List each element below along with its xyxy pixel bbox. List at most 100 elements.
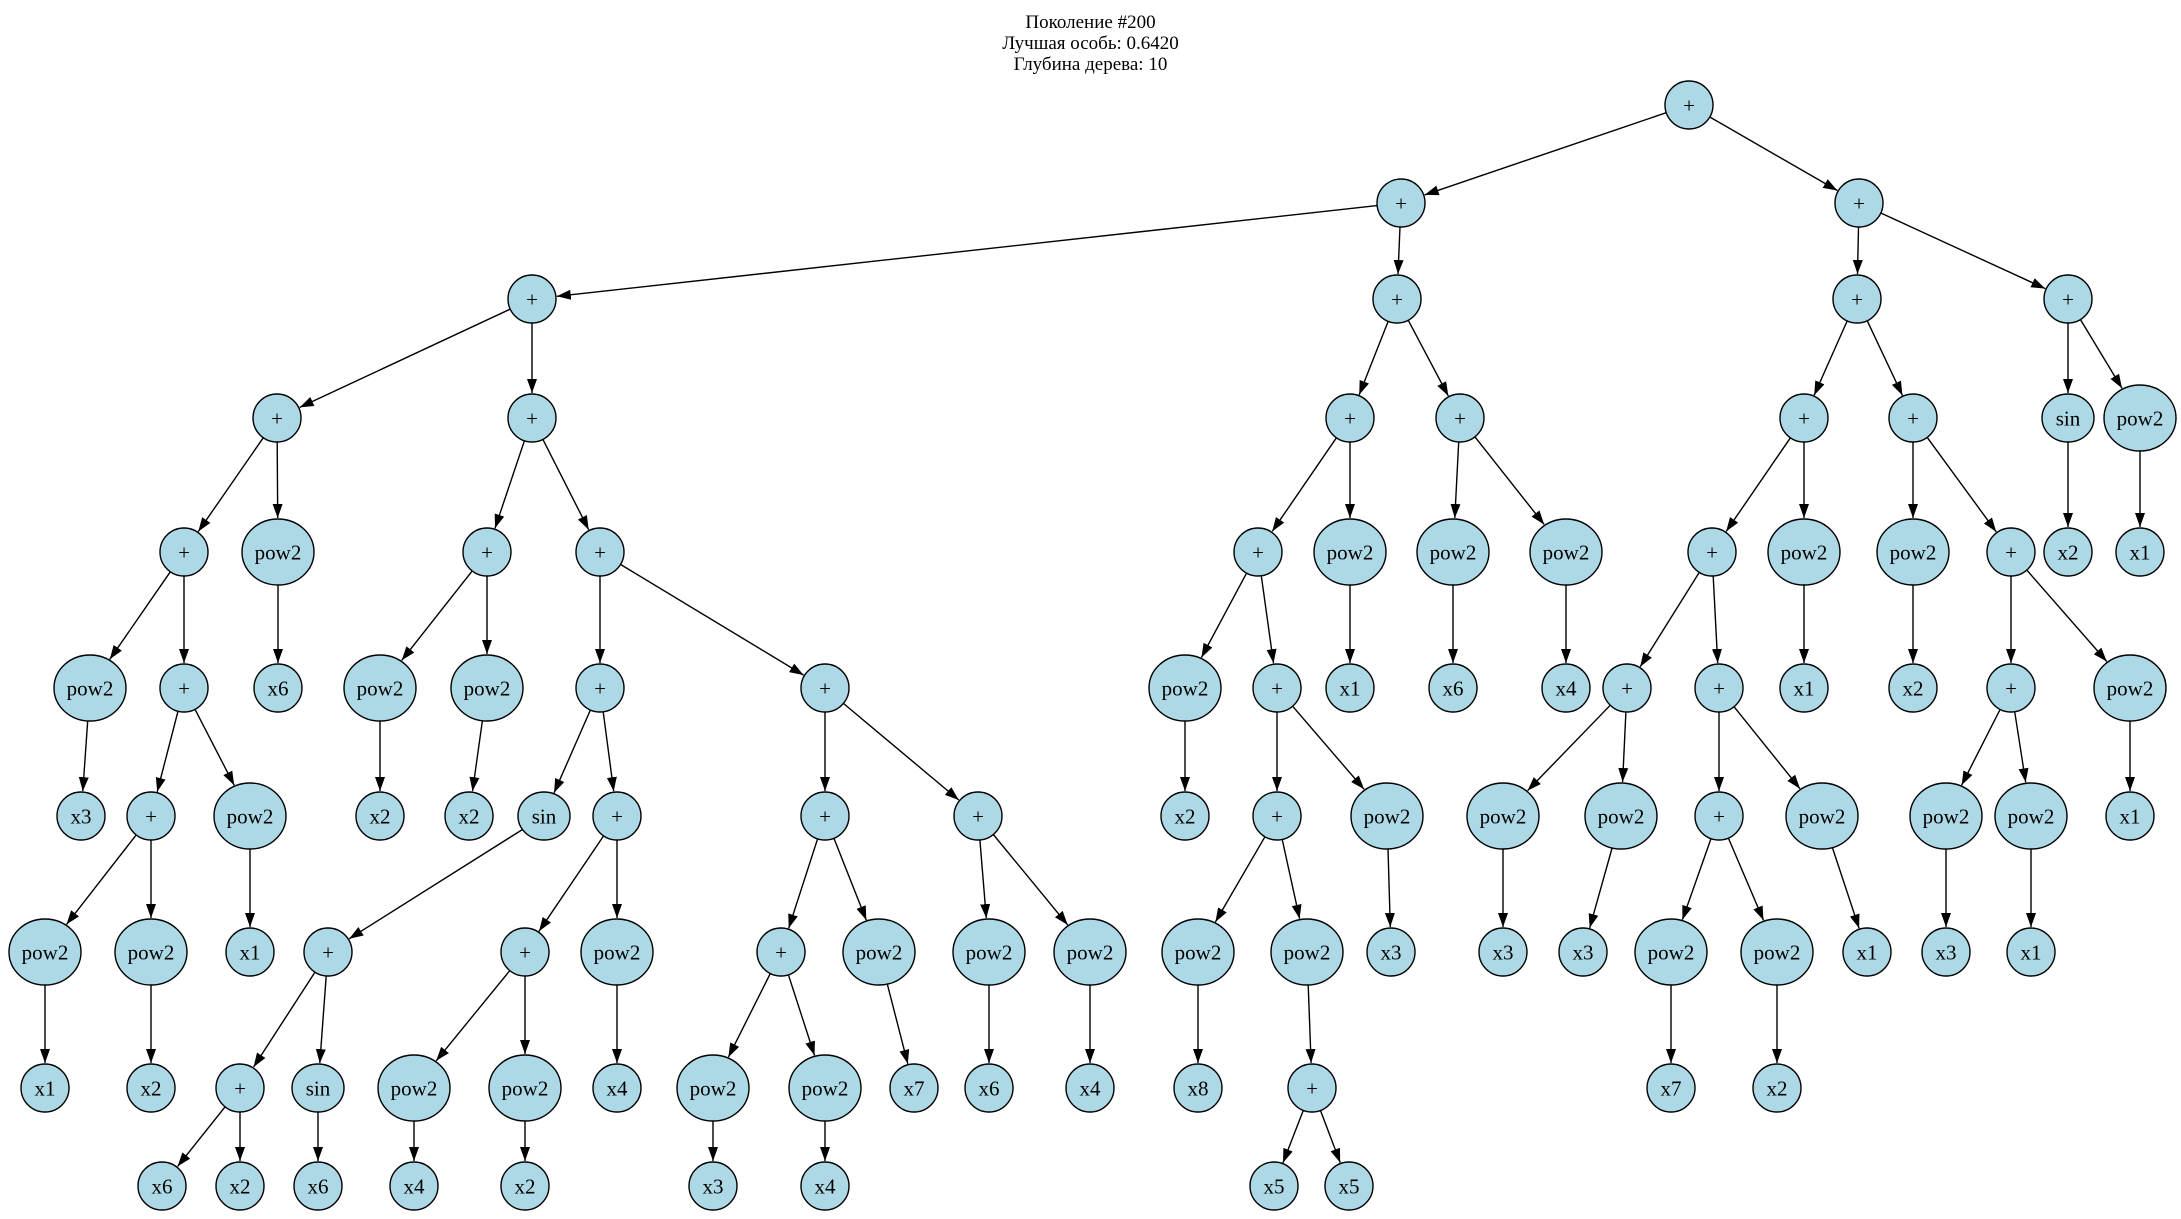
tree-edge — [1733, 706, 1801, 790]
tree-edge — [620, 563, 804, 676]
tree-node-circle — [293, 1161, 343, 1211]
tree-node-circle — [1740, 918, 1814, 986]
tree-node-label: x2 — [141, 1076, 162, 1100]
tree-node-circle — [800, 791, 850, 841]
tree-node-label: x2 — [1175, 804, 1196, 828]
graph-title-generation: Поколение #200 — [1025, 12, 1156, 33]
tree-node-label: x7 — [904, 1076, 925, 1100]
tree-node-circle — [1372, 274, 1422, 324]
tree-node-circle — [1994, 782, 2068, 850]
tree-node-plus: + — [1602, 663, 1652, 713]
tree-node-circle — [444, 791, 494, 841]
tree-node-circle — [1435, 393, 1485, 443]
tree-node-circle — [1065, 1063, 1115, 1113]
tree-node-plus: + — [1986, 527, 2036, 577]
tree-edge — [2079, 319, 2123, 389]
tree-edge — [435, 970, 511, 1062]
tree-node-pow2: pow2 — [1785, 782, 1859, 850]
tree-node-label: sin — [306, 1076, 331, 1100]
tree-edge — [194, 708, 235, 786]
tree-node-circle — [126, 791, 176, 841]
tree-edge — [1424, 112, 1667, 196]
tree-node-x2: x2 — [1752, 1063, 1802, 1113]
tree-node-sin: sin — [291, 1063, 345, 1113]
tree-node-label: + — [1713, 676, 1725, 700]
tree-node-circle — [575, 663, 625, 713]
tree-node-circle — [1694, 791, 1744, 841]
tree-node-x2: x2 — [444, 791, 494, 841]
tree-node-label: x3 — [1493, 940, 1514, 964]
tree-node-circle — [592, 791, 642, 841]
tree-node-x2: x2 — [215, 1161, 265, 1211]
tree-node-x1: x1 — [20, 1063, 70, 1113]
tree-node-label: pow2 — [357, 676, 404, 700]
tree-node-circle — [8, 918, 82, 986]
tree-node-circle — [291, 1063, 345, 1113]
tree-node-sin: sin — [517, 791, 571, 841]
tree-node-label: + — [2062, 287, 2074, 311]
tree-node-label: pow2 — [2008, 804, 2055, 828]
tree-edge — [1450, 441, 1461, 519]
tree-node-plus: + — [800, 663, 850, 713]
tree-node-circle — [1694, 663, 1744, 713]
tree-edge — [197, 437, 264, 532]
tree-node-circle — [688, 1161, 738, 1211]
tree-node-label: + — [178, 540, 190, 564]
tree-node-label: x3 — [703, 1174, 724, 1198]
tree-node-x4: x4 — [1065, 1063, 1115, 1113]
tree-node-pow2: pow2 — [2103, 384, 2177, 452]
tree-node-pow2: pow2 — [1148, 654, 1222, 722]
tree-node-circle — [303, 927, 353, 977]
tree-node-circle — [676, 1054, 750, 1122]
tree-node-circle — [1779, 393, 1829, 443]
tree-edge — [155, 711, 179, 792]
tree-node-label: x8 — [1188, 1076, 1209, 1100]
tree-edge — [1727, 837, 1765, 921]
tree-node-pow2: pow2 — [1161, 918, 1235, 986]
tree-node-plus: + — [1832, 274, 1882, 324]
tree-edge — [1960, 709, 2001, 786]
tree-node-label: pow2 — [502, 1076, 549, 1100]
tree-edge — [979, 839, 991, 919]
tree-node-label: pow2 — [1284, 940, 1331, 964]
tree-edge — [1200, 572, 1248, 658]
tree-node-circle — [842, 918, 916, 986]
tree-node-label: pow2 — [690, 1076, 737, 1100]
tree-node-label: pow2 — [227, 804, 274, 828]
tree-node-plus: + — [1435, 393, 1485, 443]
tree-edge — [553, 709, 592, 794]
tree-edge — [1358, 321, 1389, 395]
tree-node-label: x6 — [979, 1076, 1000, 1100]
tree-node-circle — [1602, 663, 1652, 713]
tree-node-circle — [1313, 518, 1387, 586]
tree-node-pow2: pow2 — [213, 782, 287, 850]
tree-node-circle — [517, 791, 571, 841]
tree-node-label: + — [322, 940, 334, 964]
tree-edge — [1852, 226, 1863, 275]
tree-node-label: + — [594, 676, 606, 700]
tree-node-circle — [1366, 927, 1416, 977]
tree-node-label: pow2 — [2107, 676, 2154, 700]
tree-node-circle — [114, 918, 188, 986]
tree-node-x6: x6 — [1428, 663, 1478, 713]
tree-node-x5: x5 — [1249, 1161, 1299, 1211]
tree-node-label: + — [178, 676, 190, 700]
tree-node-label: + — [1306, 1076, 1318, 1100]
tree-node-pow2: pow2 — [1994, 782, 2068, 850]
tree-node-circle — [1646, 1063, 1696, 1113]
tree-node-plus: + — [1252, 663, 1302, 713]
tree-node-pow2: pow2 — [1529, 518, 1603, 586]
tree-node-label: x2 — [459, 804, 480, 828]
tree-node-plus: + — [159, 527, 209, 577]
tree-node-label: x6 — [152, 1174, 173, 1198]
tree-node-plus: + — [500, 927, 550, 977]
tree-node-label: sin — [532, 804, 557, 828]
tree-node-circle — [1376, 178, 1426, 228]
graph-title-best-fitness: Лучшая особь: 0.6420 — [1002, 33, 1179, 54]
tree-edge — [65, 834, 137, 925]
tree-node-circle — [580, 918, 654, 986]
tree-node-label: pow2 — [1543, 540, 1590, 564]
tree-node-plus: + — [1376, 178, 1426, 228]
tree-node-circle — [1909, 782, 1983, 850]
tree-node-label: pow2 — [22, 940, 69, 964]
